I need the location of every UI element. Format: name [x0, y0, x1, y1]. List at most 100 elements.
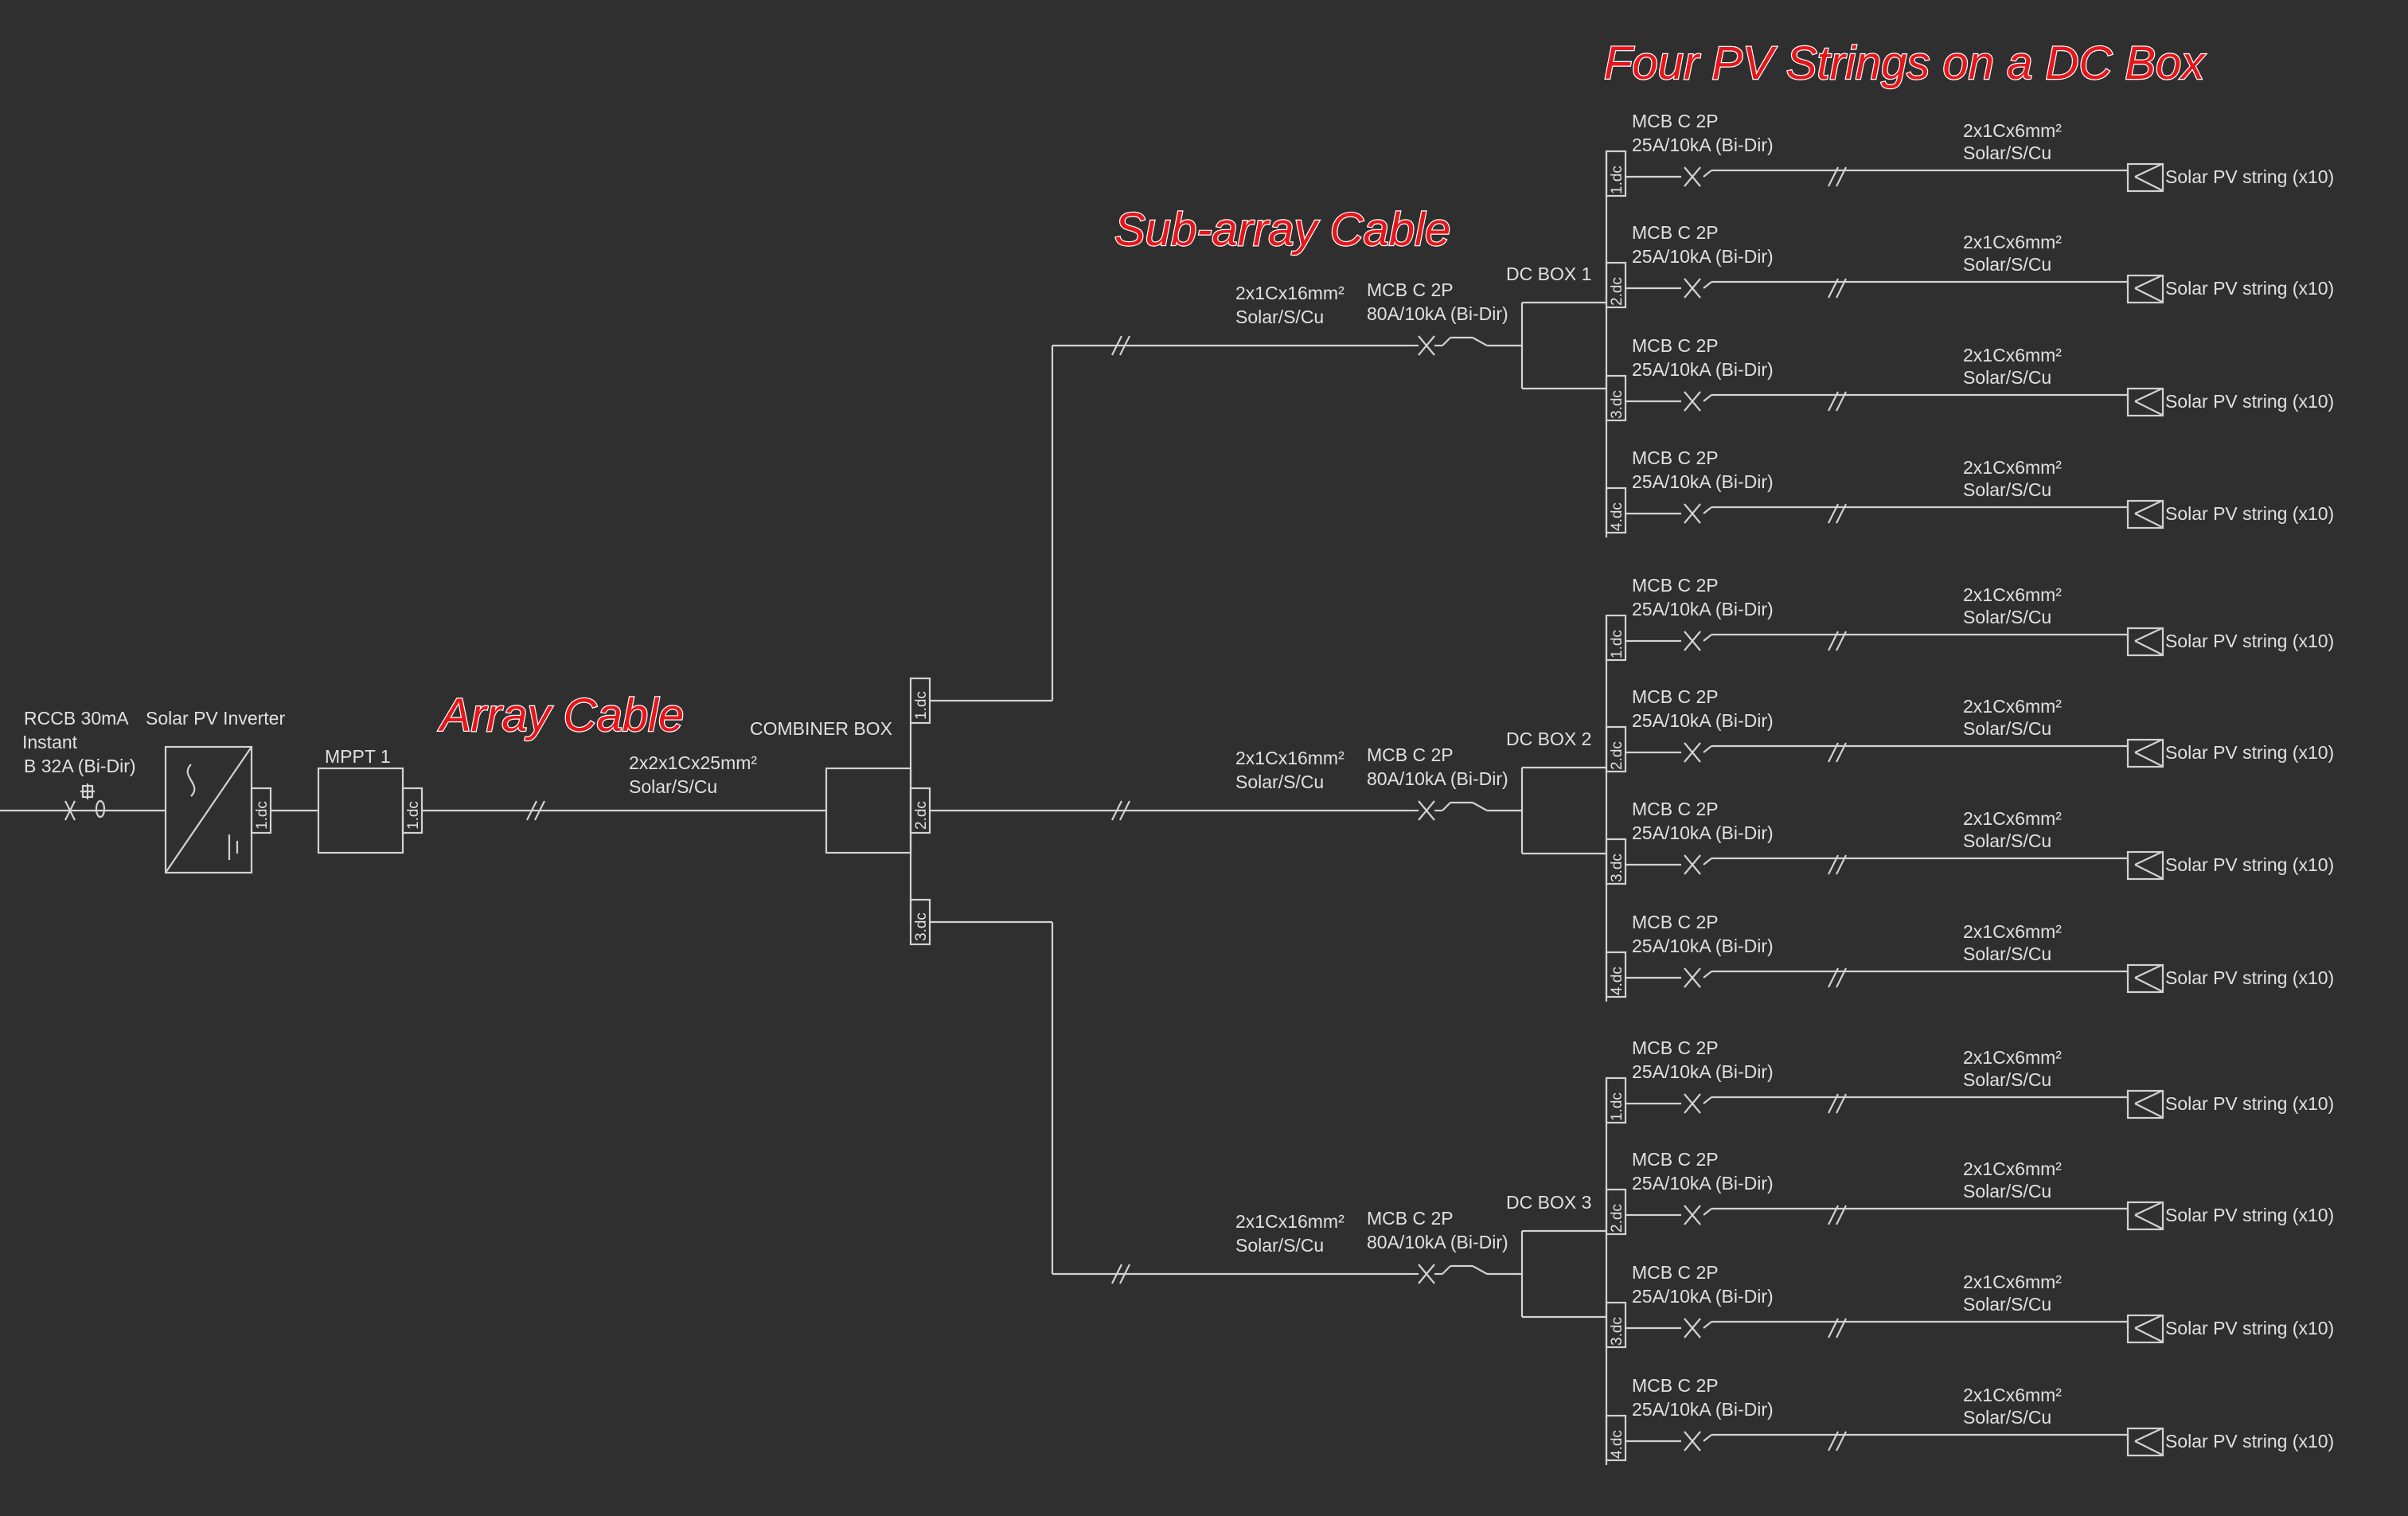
pv-string-symbol — [2126, 627, 2164, 657]
breaker-lead — [1472, 337, 1488, 346]
string-cable-type: Solar/S/Cu — [1963, 607, 2051, 627]
cable-slash-icon — [1119, 800, 1130, 821]
dc-box-port-box — [1605, 374, 1627, 422]
string-mcb-rating: 25A/10kA (Bi-Dir) — [1632, 1286, 1774, 1307]
pv-string-label: Solar PV string (x10) — [2165, 967, 2334, 988]
string-mcb-rating: 25A/10kA (Bi-Dir) — [1632, 936, 1774, 956]
pv-string-label: Solar PV string (x10) — [2165, 631, 2334, 651]
subarray-mcb-label: MCB C 2P — [1367, 1208, 1454, 1229]
breaker-lead — [1703, 281, 1712, 289]
string-mcb-label: MCB C 2P — [1632, 111, 1719, 131]
pv-string-icon — [2134, 627, 2163, 642]
string-mcb-rating: 25A/10kA (Bi-Dir) — [1632, 246, 1774, 267]
subarray-cable-type: Solar/S/Cu — [1235, 307, 1324, 327]
pv-string-icon — [2134, 400, 2163, 416]
pv-string-icon — [2134, 640, 2163, 655]
pv-string-icon — [2134, 851, 2163, 865]
breaker-contact-icon — [1684, 166, 1701, 187]
pv-string-icon — [2134, 275, 2163, 289]
cable-slash-icon — [1836, 742, 1847, 763]
breaker-lead — [1703, 394, 1712, 402]
pv-string-label: Solar PV string (x10) — [2165, 854, 2334, 875]
annotation-array-cable: Array Cable — [438, 690, 684, 741]
pv-string-symbol — [2126, 1427, 2164, 1457]
pv-string-symbol — [2126, 1201, 2164, 1231]
dc-box-port-box — [1605, 1301, 1627, 1349]
cable-slash-icon — [1828, 1431, 1839, 1452]
cable-slash-icon — [1836, 503, 1847, 524]
dc-box-port-box — [1605, 614, 1627, 662]
pv-string-icon — [2134, 752, 2163, 767]
string-mcb-rating: 25A/10kA (Bi-Dir) — [1632, 710, 1774, 731]
dc-box-port-box — [1605, 1076, 1627, 1124]
combiner-box-label: COMBINER BOX — [750, 718, 892, 739]
breaker-contact-icon — [1684, 854, 1701, 875]
dc-symbol-icon — [228, 834, 239, 860]
cable-slash-icon — [1828, 742, 1839, 763]
pv-string-icon — [2134, 513, 2163, 528]
subarray-mcb-label: MCB C 2P — [1367, 279, 1454, 300]
pv-string-icon — [2134, 176, 2163, 191]
pv-string-icon — [2134, 500, 2163, 514]
dc-box-port-label: 3.dc — [1609, 854, 1625, 882]
cable-slash-icon — [1828, 1093, 1839, 1114]
dc-box-port-box — [1605, 951, 1627, 998]
dc-box-port-box — [1605, 261, 1627, 309]
string-cable-type: Solar/S/Cu — [1963, 479, 2051, 500]
subarray-mcb-rating: 80A/10kA (Bi-Dir) — [1367, 303, 1508, 324]
cable-slash-icon — [1828, 166, 1839, 187]
dc-box-port-label: 4.dc — [1609, 1430, 1625, 1459]
cable-slash-icon — [1828, 967, 1839, 988]
pv-string-icon — [2134, 1440, 2163, 1455]
dc-box-label: DC BOX 3 — [1506, 1192, 1591, 1213]
pv-string-icon — [2134, 977, 2163, 992]
breaker-contact-icon — [1418, 1264, 1435, 1284]
subarray-cable-size: 2x1Cx16mm² — [1235, 1211, 1344, 1232]
combiner-port-3-label: 3.dc — [913, 912, 930, 941]
string-cable-type: Solar/S/Cu — [1963, 1407, 2051, 1428]
breaker-contact-icon — [1684, 631, 1701, 651]
combiner-box — [825, 767, 912, 854]
breaker-contact-icon — [1684, 1318, 1701, 1338]
subarray-mcb-rating: 80A/10kA (Bi-Dir) — [1367, 768, 1508, 789]
annotation-title: Four PV Strings on a DC Box — [1604, 37, 2206, 89]
inverter-port-label: 1.dc — [254, 801, 271, 830]
cable-slash-icon — [1828, 631, 1839, 651]
breaker-contact-icon — [1684, 278, 1701, 299]
string-cable-type: Solar/S/Cu — [1963, 1294, 2051, 1315]
cable-slash-icon — [1836, 967, 1847, 988]
breaker-lead — [1442, 802, 1451, 811]
pv-string-symbol — [2126, 387, 2164, 417]
pv-string-label: Solar PV string (x10) — [2165, 742, 2334, 763]
cable-slash-icon — [1828, 278, 1839, 299]
string-mcb-label: MCB C 2P — [1632, 575, 1719, 596]
pv-string-icon — [2134, 1103, 2163, 1118]
string-cable-size: 2x1Cx6mm² — [1963, 1047, 2062, 1068]
breaker-contact-icon — [1418, 335, 1435, 356]
string-mcb-label: MCB C 2P — [1632, 1037, 1719, 1058]
breaker-lead — [1703, 506, 1712, 514]
pv-string-icon — [2134, 1214, 2163, 1229]
pv-string-label: Solar PV string (x10) — [2165, 503, 2334, 524]
pv-string-symbol — [2126, 274, 2164, 304]
pv-string-icon — [2134, 287, 2163, 303]
array-cable-type: Solar/S/Cu — [629, 776, 717, 797]
breaker-contact-icon — [1684, 1431, 1701, 1452]
dc-box-port-label: 1.dc — [1609, 166, 1625, 194]
dc-box-port-label: 2.dc — [1609, 1204, 1625, 1233]
string-mcb-rating: 25A/10kA (Bi-Dir) — [1632, 359, 1774, 380]
subarray-mcb-label: MCB C 2P — [1367, 744, 1454, 765]
array-cable-size: 2x2x1Cx25mm² — [629, 752, 757, 773]
breaker-lead — [1703, 858, 1712, 865]
string-mcb-label: MCB C 2P — [1632, 799, 1719, 819]
breaker-contact-icon — [1418, 800, 1435, 821]
cable-slash-icon — [1119, 1264, 1130, 1284]
string-mcb-rating: 25A/10kA (Bi-Dir) — [1632, 1173, 1774, 1194]
subarray-cable-size: 2x1Cx16mm² — [1235, 748, 1344, 768]
string-mcb-rating: 25A/10kA (Bi-Dir) — [1632, 599, 1774, 619]
pv-string-symbol — [2126, 1314, 2164, 1344]
breaker-lead — [1442, 1265, 1451, 1275]
pv-string-label: Solar PV string (x10) — [2165, 166, 2334, 187]
string-cable-size: 2x1Cx6mm² — [1963, 1158, 2062, 1179]
dc-box-port-label: 2.dc — [1609, 741, 1625, 770]
